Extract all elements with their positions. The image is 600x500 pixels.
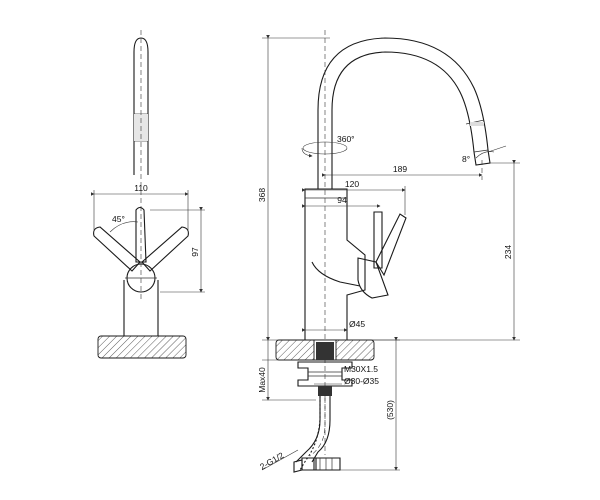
side-threaded-shank — [316, 342, 334, 360]
front-dim-width: 110 — [91, 183, 189, 230]
dim-tilt-label: 8° — [462, 154, 470, 164]
front-view: 110 45° 97 — [91, 30, 205, 359]
side-spout-inner — [331, 51, 475, 189]
side-dim-body-width: 120 — [302, 179, 406, 215]
side-body — [304, 188, 366, 341]
side-dim-hole-diameter: Ø30-Ø35 — [314, 376, 379, 386]
side-supply-hoses — [295, 396, 331, 471]
side-lever — [357, 211, 407, 299]
dim-lever-height-label: 97 — [190, 247, 200, 257]
dim-max-thickness-label: Max40 — [257, 367, 267, 393]
dim-total-height-label: 368 — [257, 188, 267, 202]
side-dim-tilt: 8° — [462, 145, 507, 164]
side-view: 360° 189 8° 120 — [257, 30, 520, 473]
dim-hole-diameter-label: Ø30-Ø35 — [344, 376, 379, 386]
front-lever-arms — [93, 206, 189, 272]
front-dim-angle: 45° — [109, 214, 139, 233]
side-dim-hose-connection: 2-G1/2 — [258, 449, 299, 472]
dim-lever-width-label: 94 — [337, 195, 347, 205]
dim-width-label: 110 — [134, 183, 148, 193]
side-dim-hose-length: (530) — [340, 337, 400, 471]
dim-rotation-label: 360° — [337, 134, 355, 144]
dim-body-width-label: 120 — [345, 179, 359, 189]
side-dim-spout-height: 234 — [347, 160, 520, 341]
side-dim-max-thickness: Max40 — [257, 337, 316, 401]
side-dim-base-diameter: Ø45 — [302, 319, 365, 332]
dim-base-diameter-label: Ø45 — [349, 319, 365, 329]
dim-spout-height-label: 234 — [503, 245, 513, 259]
front-dim-lever-height: 97 — [150, 207, 205, 293]
side-hose-fittings — [293, 457, 341, 473]
dim-hose-length-label: (530) — [385, 400, 395, 420]
dim-spout-reach-label: 189 — [393, 164, 407, 174]
dim-lever-angle-label: 45° — [112, 214, 125, 224]
side-mounting-nut — [297, 361, 353, 387]
front-countertop — [97, 335, 187, 359]
side-dim-spout-reach: 189 — [322, 164, 483, 177]
dim-thread-label: M30X1.5 — [344, 364, 378, 374]
dim-hose-connection-label: 2-G1/2 — [258, 450, 286, 472]
side-dim-lever-width: 94 — [302, 195, 381, 208]
side-dim-rotation: 360° — [301, 134, 355, 158]
side-spout-outer — [317, 37, 489, 189]
